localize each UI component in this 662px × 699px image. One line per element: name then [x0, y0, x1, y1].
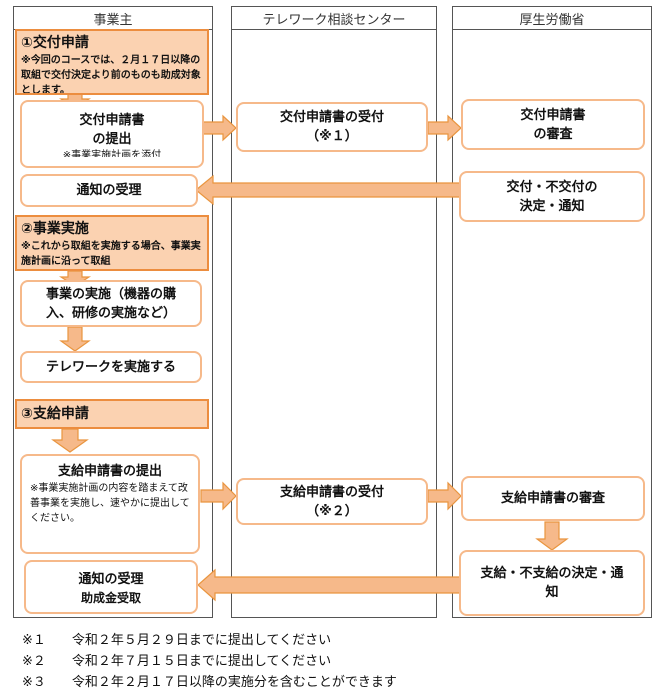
- notice-receive-2-line1: 通知の受理: [78, 571, 144, 587]
- arrow-right-3: [200, 481, 237, 511]
- notice-receive-2-line2: 助成金受取: [80, 590, 141, 605]
- center-receive-grant-line1: 交付申請書の受付: [279, 110, 384, 125]
- implement-project-line2: 入、研修の実施など）: [45, 305, 176, 321]
- do-telework-label: テレワークを実施する: [45, 359, 176, 375]
- lane-telework-center: テレワーク相談センター: [231, 6, 437, 618]
- box-center-receive-grant: 交付申請書の受付 （※１）: [236, 102, 428, 152]
- grant-application-line1: 交付申請書: [79, 113, 145, 128]
- implement-project-line1: 事業の実施（機器の購: [45, 286, 176, 302]
- box-implement-project: 事業の実施（機器の購 入、研修の実施など）: [20, 280, 202, 327]
- footnote-1: ※１ 令和２年５月２９日までに提出してください: [22, 633, 332, 648]
- lane-header-telework-center: テレワーク相談センター: [232, 7, 436, 30]
- box-notice-receive-1: 通知の受理: [20, 174, 198, 207]
- ministry-decision-grant-line2: 決定・通知: [519, 198, 585, 214]
- box-do-telework: テレワークを実施する: [20, 351, 202, 383]
- phase-implementation: ②事業実施 ※これから取組を実施する場合、事業実施計画に沿って取組: [15, 215, 209, 271]
- payment-application-note: ※事業実施計画の内容を踏まえて改善事業を実施し、速やかに提出してください。: [30, 483, 190, 524]
- center-receive-grant-line2: （※１）: [306, 129, 358, 144]
- ministry-review-grant-line1: 交付申請書: [520, 107, 586, 123]
- notice-receive-1-label: 通知の受理: [76, 183, 142, 198]
- phase-payment-application-title: ③支給申請: [21, 406, 89, 422]
- box-ministry-review-grant: 交付申請書 の審査: [461, 99, 645, 150]
- box-grant-application-submit: 交付申請書 の提出 ※事業実施計画を添付: [20, 100, 204, 168]
- arrow-left-1: [195, 174, 462, 206]
- box-center-receive-payment: 支給申請書の受付 （※２）: [236, 478, 428, 525]
- phase-implementation-title: ②事業実施: [21, 221, 89, 237]
- lane-ministry: 厚生労働省: [452, 6, 652, 618]
- box-ministry-review-payment: 支給申請書の審査: [461, 476, 645, 521]
- ministry-review-payment-label: 支給申請書の審査: [500, 491, 605, 506]
- arrow-down-4: [51, 428, 89, 453]
- arrow-left-2: [197, 568, 462, 602]
- center-receive-payment-line1: 支給申請書の受付: [279, 484, 384, 500]
- phase-payment-application: ③支給申請: [15, 399, 209, 429]
- grant-application-note: ※事業実施計画を添付: [62, 150, 162, 157]
- box-ministry-decision-payment: 支給・不支給の決定・通 知: [459, 550, 645, 616]
- phase-grant-application-title: ①交付申請: [21, 35, 89, 51]
- phase-implementation-note: ※これから取組を実施する場合、事業実施計画に沿って取組: [21, 241, 201, 267]
- box-payment-application-submit: 支給申請書の提出 ※事業実施計画の内容を踏まえて改善事業を実施し、速やかに提出し…: [20, 454, 200, 554]
- ministry-review-grant-line2: の審査: [533, 126, 573, 142]
- arrow-down-5: [535, 521, 569, 551]
- box-notice-receive-2: 通知の受理 助成金受取: [24, 560, 198, 614]
- arrow-right-2: [427, 114, 462, 142]
- ministry-decision-grant-line1: 交付・不交付の: [506, 179, 598, 195]
- phase-grant-application-note: ※今回のコースでは、２月１７日以降の取組で交付決定より前のものも助成対象とします…: [21, 55, 201, 95]
- footnote-3: ※３ 令和２年２月１７日以降の実施分を含むことができます: [22, 675, 397, 690]
- ministry-decision-payment-line1: 支給・不支給の決定・通: [480, 566, 624, 581]
- center-receive-payment-line2: （※２）: [306, 503, 358, 519]
- arrow-down-3: [59, 326, 91, 352]
- footnotes: ※１ 令和２年５月２９日までに提出してください ※２ 令和２年７月１５日までに提…: [22, 630, 397, 693]
- arrow-right-4: [427, 481, 462, 511]
- footnote-2: ※２ 令和２年７月１５日までに提出してください: [22, 654, 332, 669]
- ministry-decision-payment-line2: 知: [545, 585, 559, 600]
- arrow-right-1: [202, 114, 237, 142]
- grant-application-line2: の提出: [92, 132, 132, 147]
- payment-application-title: 支給申請書の提出: [57, 464, 162, 479]
- phase-grant-application: ①交付申請 ※今回のコースでは、２月１７日以降の取組で交付決定より前のものも助成…: [15, 29, 209, 95]
- lane-header-ministry: 厚生労働省: [453, 7, 651, 30]
- box-ministry-decision-grant: 交付・不交付の 決定・通知: [459, 171, 645, 222]
